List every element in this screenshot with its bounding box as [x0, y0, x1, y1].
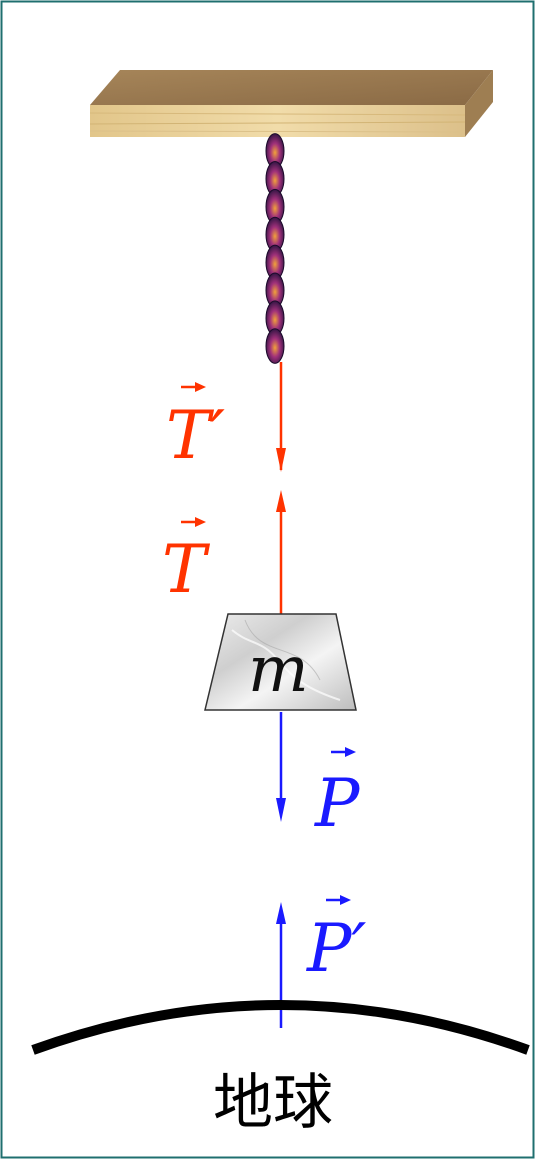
- tension-arrowhead: [276, 490, 286, 512]
- mass-symbol: m: [248, 633, 309, 707]
- earth-label: 地球: [213, 1068, 333, 1138]
- chain: [265, 133, 285, 364]
- ceiling-board: [89, 70, 493, 137]
- tension-label: T: [162, 517, 211, 608]
- weight-reaction-arrowhead: [276, 902, 286, 924]
- tension-reaction-symbol: T′: [166, 397, 225, 474]
- tension-reaction-label: T′: [166, 382, 225, 474]
- weight-reaction-symbol: P′: [306, 910, 366, 987]
- weight-label: P: [314, 747, 361, 842]
- weight-symbol: P: [314, 765, 361, 842]
- earth-surface: [31, 1000, 530, 1055]
- tension-symbol: T: [162, 531, 211, 608]
- tension-reaction-arrowhead: [276, 448, 286, 472]
- weight-reaction-label: P′: [306, 895, 366, 987]
- mass-block: m: [204, 613, 357, 711]
- chain-link: [265, 328, 285, 364]
- weight-arrowhead: [276, 798, 286, 822]
